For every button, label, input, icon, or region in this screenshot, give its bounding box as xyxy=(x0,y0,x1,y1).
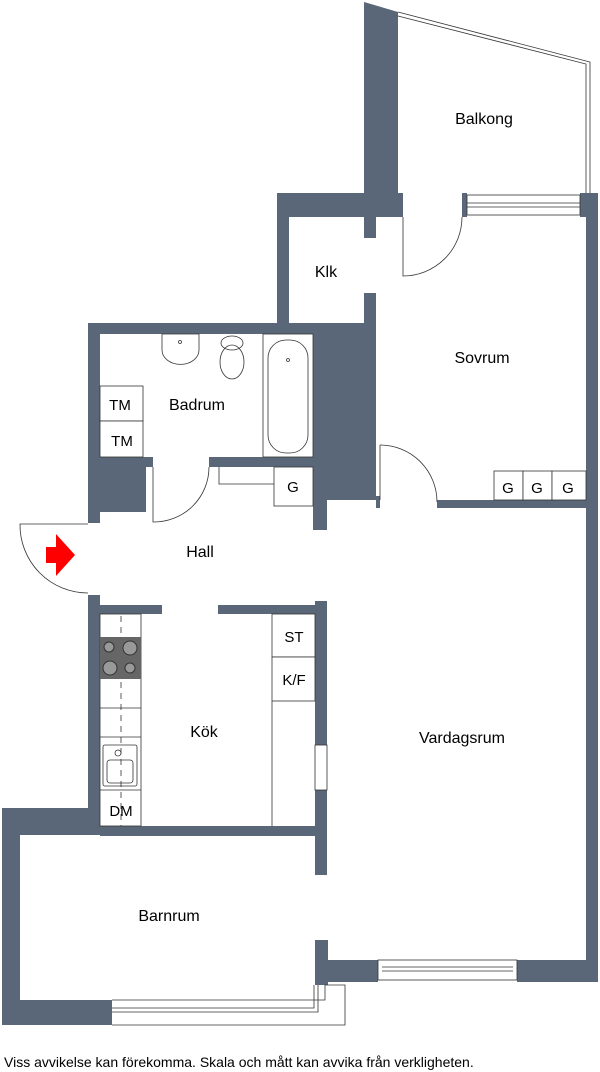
doors[interactable] xyxy=(19,216,463,594)
fixture-g-2: G xyxy=(531,480,543,497)
bathtub-icon xyxy=(267,339,309,454)
toilet-icon xyxy=(219,344,245,380)
room-label-balkong: Balkong xyxy=(455,111,513,128)
sink-icon xyxy=(161,333,200,365)
fixture-dm: DM xyxy=(109,803,132,820)
room-label-hall: Hall xyxy=(186,544,214,561)
fixture-tm-1: TM xyxy=(109,397,131,414)
fixture-tm-2: TM xyxy=(111,433,133,450)
entrance-arrow-icon xyxy=(46,534,75,576)
fixture-st: ST xyxy=(284,629,303,646)
wardrobes: G G G G xyxy=(218,466,587,507)
room-label-barnrum: Barnrum xyxy=(138,908,199,925)
walls xyxy=(2,2,598,1025)
windows-and-railings xyxy=(112,11,591,1026)
room-label-vardagsrum: Vardagsrum xyxy=(419,730,505,747)
room-label-badrum: Badrum xyxy=(169,397,225,414)
kitchen-sink-icon xyxy=(102,744,138,787)
room-label-klk: Klk xyxy=(315,264,338,281)
fixture-g-hall: G xyxy=(287,479,299,496)
room-labels: Balkong Klk Sovrum Badrum Hall Kök Varda… xyxy=(138,111,513,925)
fixture-g-3: G xyxy=(562,480,574,497)
disclaimer-footer: Viss avvikelse kan förekomma. Skala och … xyxy=(4,1054,474,1070)
kitchen-fixtures: DM ST K/F xyxy=(99,613,316,827)
fixture-kf: K/F xyxy=(282,672,305,689)
fixture-g-1: G xyxy=(502,480,514,497)
bathroom-fixtures: TM TM xyxy=(99,333,314,458)
room-label-kok: Kök xyxy=(190,724,219,741)
room-label-sovrum: Sovrum xyxy=(454,350,509,367)
